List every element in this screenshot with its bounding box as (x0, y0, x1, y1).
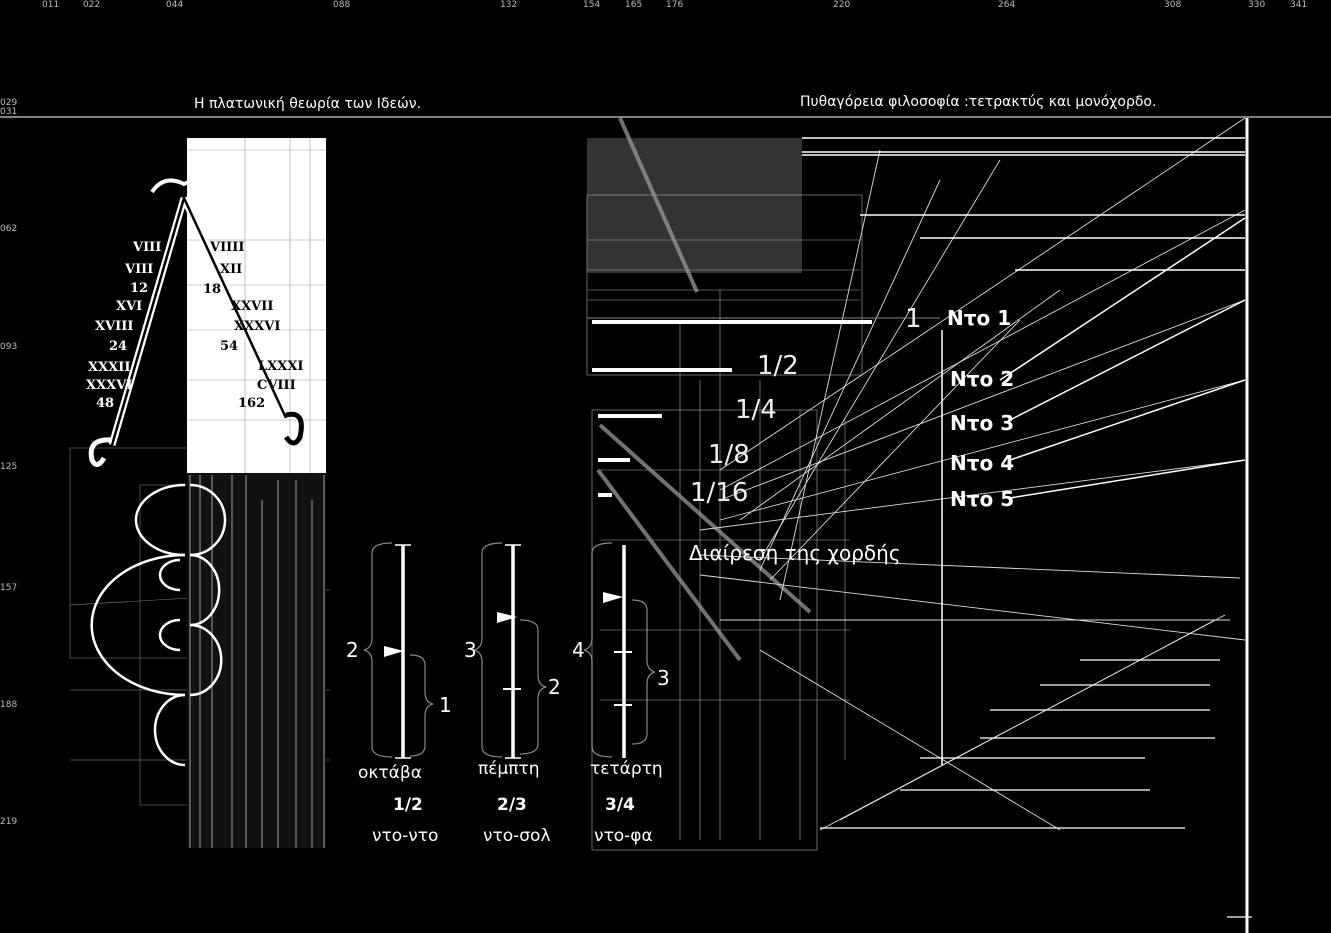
ruler-top-tick: 132 (500, 0, 518, 10)
lambdoma-left-numeral: XXXII (88, 360, 131, 375)
lambdoma-left-numeral: 12 (130, 281, 149, 296)
lambdoma-left-numeral: VIII (125, 262, 154, 277)
ruler-top-tick: 088 (333, 0, 351, 10)
monochord-markers (384, 592, 623, 657)
ruler-top-tick: 022 (83, 0, 101, 10)
lambdoma-left-numeral: XVIII (95, 319, 134, 334)
manuscript-grid (187, 138, 326, 473)
gray-block (587, 138, 802, 273)
manuscript-panel (187, 138, 326, 473)
ground-lines (820, 659, 1220, 829)
fraction-1-8: 1/8 (708, 440, 750, 470)
octave-ratio: 1/2 (393, 795, 423, 815)
middle-grid (586, 194, 863, 851)
note-5: Ντο 5 (950, 487, 1015, 511)
fraction-1-2: 1/2 (757, 351, 799, 381)
note-3: Ντο 3 (950, 411, 1015, 435)
title-platonic: Η πλατωνική θεωρία των Ιδεών. (194, 96, 422, 112)
lambdoma-right-numeral: 162 (238, 396, 266, 411)
braces (363, 542, 656, 758)
manuscript-strip (187, 473, 326, 848)
lambdoma-left-numeral: 48 (96, 396, 115, 411)
ruler-top-tick: 044 (166, 0, 184, 10)
lambda-foot-right (283, 411, 304, 446)
fraction-1: 1 (905, 304, 922, 334)
lambdoma-right-numeral: XII (220, 262, 243, 277)
ruler-top-tick: 308 (1164, 0, 1182, 10)
fourth-name: τετάρτη (590, 759, 663, 779)
fourth-ratio: 3/4 (605, 795, 635, 815)
ruler-left-tick: 188 (0, 700, 18, 710)
top-right-lines (802, 137, 1245, 271)
arcs-figure (90, 483, 227, 767)
ruler-left-tick: 062 (0, 224, 18, 234)
ruler-top-tick: 330 (1248, 0, 1266, 10)
lambda-foot-left (88, 437, 113, 467)
lambdoma-left-numeral: XVI (116, 299, 143, 314)
ruler-top-tick: 165 (625, 0, 643, 10)
ruler-top-tick: 154 (583, 0, 601, 10)
monochords (395, 544, 632, 759)
lambdoma-right-numeral: 18 (203, 282, 222, 297)
lambdoma-right-numeral: XXXVI (234, 319, 281, 334)
fraction-1-16: 1/16 (690, 478, 749, 508)
lambdoma-right-numeral: LXXXI (258, 359, 304, 374)
fifth-pair: ντο-σολ (483, 826, 551, 846)
ruler-left-tick: 125 (0, 462, 18, 472)
ruler-left-tick: 031 (0, 107, 18, 117)
ruler-left-tick: 029 (0, 98, 18, 108)
fraction-1-4: 1/4 (735, 395, 777, 425)
fifth-small: 2 (548, 675, 561, 699)
diagonals (596, 117, 812, 662)
ruler-top-tick: 264 (998, 0, 1016, 10)
ruler-top-tick: 341 (1290, 0, 1308, 10)
ruler-top-tick: 176 (666, 0, 684, 10)
note-4: Ντο 4 (950, 451, 1015, 475)
fifth-name: πέμπτη (478, 759, 540, 779)
strip-lines (189, 475, 325, 848)
ruler-left-tick: 219 (0, 817, 18, 827)
fourth-big: 4 (572, 638, 585, 662)
octave-small: 1 (439, 693, 452, 717)
lambdoma-right-numeral: 54 (220, 339, 239, 354)
chord-caption: Διαίρεση της χορδής (689, 541, 901, 565)
note-lines (999, 217, 1246, 499)
note-1: Ντο 1 (947, 306, 1012, 330)
perspective-lines (699, 117, 1246, 831)
lambdoma-right-numeral: CVIII (257, 378, 296, 393)
ruler-top-tick: 011 (42, 0, 60, 10)
lambdoma-left-numeral: XXXVI (86, 378, 133, 393)
lambdoma-left-numeral: 24 (109, 339, 128, 354)
ruler-top-tick: 220 (833, 0, 851, 10)
lambdoma-right-numeral: XXVII (231, 299, 274, 314)
lambdoma-right-numeral: VIIII (210, 240, 245, 255)
title-pythagorean: Πυθαγόρεια φιλοσοφία :τετρακτύς και μονό… (800, 94, 1157, 110)
octave-pair: ντο-ντο (372, 826, 439, 846)
fifth-ratio: 2/3 (497, 795, 527, 815)
lambda-crown (150, 178, 218, 194)
ruler-left-tick: 093 (0, 342, 18, 352)
note-2: Ντο 2 (950, 367, 1015, 391)
fourth-small: 3 (657, 666, 670, 690)
octave-big: 2 (346, 638, 359, 662)
lambdoma-left-numeral: VIII (133, 240, 162, 255)
fifth-big: 3 (464, 638, 477, 662)
fourth-pair: ντο-φα (594, 826, 653, 846)
ruler-left-tick: 157 (0, 583, 18, 593)
octave-name: οκτάβα (358, 763, 422, 783)
string-bars (592, 320, 872, 497)
